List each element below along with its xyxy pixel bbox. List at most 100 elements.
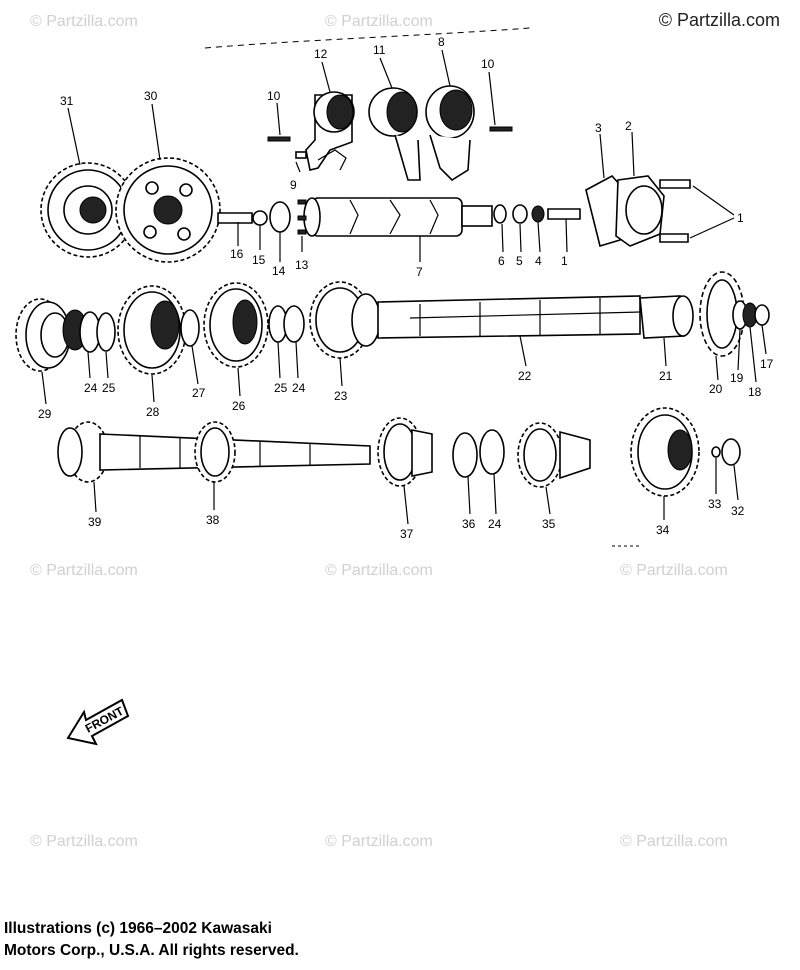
callout-21: 21 — [659, 369, 673, 383]
shift-drum-7[interactable] — [303, 197, 493, 237]
pin-13[interactable] — [297, 215, 307, 221]
callout-labels: 1 1 2 3 4 5 6 7 8 9 10 10 11 12 13 14 15… — [38, 35, 774, 541]
guide-line — [204, 27, 531, 49]
callout-24: 24 — [84, 381, 98, 395]
callout-28: 28 — [146, 405, 160, 419]
callout-14: 14 — [272, 264, 286, 278]
pin-10[interactable] — [489, 126, 513, 132]
pin-9[interactable] — [295, 151, 307, 159]
callout-32: 32 — [731, 504, 745, 518]
gear-37[interactable] — [377, 417, 433, 487]
callout-6: 6 — [498, 254, 505, 268]
circlip-24[interactable] — [479, 429, 505, 475]
nut-4[interactable] — [531, 205, 545, 223]
shift-fork-8[interactable] — [425, 85, 475, 182]
callout-37: 37 — [400, 527, 414, 541]
pin-33[interactable] — [711, 446, 721, 458]
callout-19: 19 — [730, 371, 744, 385]
washer-15[interactable] — [252, 210, 268, 226]
watermark: © Partzilla.com — [30, 833, 138, 850]
callout-38: 38 — [206, 513, 220, 527]
callout-12: 12 — [314, 47, 328, 61]
callout-1: 1 — [561, 254, 568, 268]
gear-23[interactable] — [309, 281, 381, 359]
bolt-16[interactable] — [217, 212, 253, 224]
bolt-1[interactable] — [659, 233, 689, 243]
pin-13[interactable] — [297, 199, 307, 205]
callout-23: 23 — [334, 389, 348, 403]
pin-6[interactable] — [493, 204, 507, 224]
watermark: © Partzilla.com — [620, 833, 728, 850]
plate-14[interactable] — [269, 201, 291, 233]
cap-17[interactable] — [754, 304, 770, 326]
mainshaft-22[interactable] — [377, 295, 641, 339]
leader-lines — [41, 49, 767, 525]
gear-39[interactable] — [57, 421, 109, 483]
washer-36[interactable] — [452, 432, 478, 478]
watermark: © Partzilla.com — [325, 562, 433, 579]
gear-31[interactable] — [40, 162, 136, 258]
washer-5[interactable] — [512, 204, 528, 224]
gear-28[interactable] — [117, 285, 187, 375]
watermark: © Partzilla.com — [30, 562, 138, 579]
bolt-1[interactable] — [659, 179, 691, 189]
pin-10[interactable] — [267, 136, 291, 142]
shift-fork-11[interactable] — [368, 87, 421, 181]
callout-36: 36 — [462, 517, 476, 531]
callout-11: 11 — [373, 43, 386, 57]
callout-7: 7 — [416, 265, 423, 279]
gear-29[interactable] — [15, 298, 88, 372]
watermark: © Partzilla.com — [325, 13, 433, 30]
callout-13: 13 — [295, 258, 309, 272]
cover-2[interactable] — [615, 175, 665, 247]
sprocket-20[interactable] — [699, 271, 745, 357]
callout-25: 25 — [102, 381, 116, 395]
gear-26[interactable] — [203, 282, 269, 368]
circlip-25[interactable] — [96, 312, 116, 352]
callout-26: 26 — [232, 399, 246, 413]
gear-35[interactable] — [517, 422, 591, 488]
cap-32[interactable] — [721, 438, 741, 466]
credit-line-1: Illustrations (c) 1966–2002 Kawasaki — [4, 920, 272, 937]
callout-35: 35 — [542, 517, 556, 531]
gear-34[interactable] — [630, 407, 700, 497]
callout-27: 27 — [192, 386, 206, 400]
callout-9: 9 — [290, 178, 297, 192]
illustration-credit: Illustrations (c) 1966–2002 Kawasaki Mot… — [4, 918, 524, 962]
credit-line-2: Motors Corp., U.S.A. All rights reserved… — [4, 942, 299, 959]
shift-fork-12[interactable] — [305, 91, 355, 171]
callout-25: 25 — [274, 381, 288, 395]
watermark: © Partzilla.com — [325, 833, 433, 850]
watermark: © Partzilla.com — [30, 13, 138, 30]
callout-4: 4 — [535, 254, 542, 268]
callout-18: 18 — [748, 385, 762, 399]
bearing-21[interactable] — [639, 295, 694, 339]
pin-13[interactable] — [297, 229, 307, 235]
callout-2: 2 — [625, 119, 632, 133]
callout-17: 17 — [760, 357, 774, 371]
callout-8: 8 — [438, 35, 445, 49]
callout-30: 30 — [144, 89, 158, 103]
callout-24: 24 — [292, 381, 306, 395]
callout-1: 1 — [737, 211, 744, 225]
callout-24: 24 — [488, 517, 502, 531]
callout-22: 22 — [518, 369, 532, 383]
copyright-notice: © Partzilla.com — [658, 10, 780, 30]
callout-31: 31 — [60, 94, 74, 108]
gear-30[interactable] — [115, 157, 221, 263]
watermark-layer: © Partzilla.com © Partzilla.com © Partzi… — [30, 13, 728, 850]
callout-5: 5 — [516, 254, 523, 268]
watermark: © Partzilla.com — [620, 562, 728, 579]
callout-33: 33 — [708, 497, 722, 511]
callout-29: 29 — [38, 407, 52, 421]
callout-10: 10 — [481, 57, 495, 71]
bolt-1[interactable] — [547, 208, 581, 220]
callout-39: 39 — [88, 515, 102, 529]
callout-20: 20 — [709, 382, 723, 396]
callout-15: 15 — [252, 253, 266, 267]
countershaft-38[interactable] — [99, 421, 371, 483]
callout-16: 16 — [230, 247, 244, 261]
washer-24[interactable] — [283, 305, 305, 343]
circlip-27[interactable] — [180, 309, 200, 347]
